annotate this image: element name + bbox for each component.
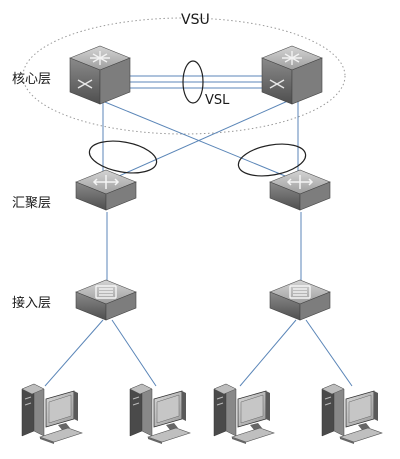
aggregation-switch-icon <box>269 169 331 211</box>
vsl-aggregation-ellipse <box>182 60 204 104</box>
access-layer-label: 接入层 <box>12 296 52 311</box>
vsu-label: VSU <box>181 12 210 28</box>
left-uplink-aggregation-ellipse <box>88 140 158 174</box>
aggregation-layer-label: 汇聚层 <box>12 196 52 211</box>
vsu-boundary <box>22 17 346 135</box>
desktop-computer-icon <box>21 383 83 445</box>
desktop-computer-icon <box>129 383 191 445</box>
vsl-label: VSL <box>205 93 230 108</box>
access-switch-icon <box>269 279 331 321</box>
access-switch-icon <box>75 279 137 321</box>
desktop-computer-icon <box>321 383 383 445</box>
desktop-computer-icon <box>213 383 275 445</box>
uplink-lines <box>44 99 353 387</box>
vsl-links <box>130 75 266 89</box>
core-switch-icon <box>261 45 323 105</box>
core-layer-label: 核心层 <box>12 72 52 87</box>
right-uplink-aggregation-ellipse <box>237 143 307 177</box>
core-switch-icon <box>69 45 131 105</box>
aggregation-switch-icon <box>75 169 137 211</box>
